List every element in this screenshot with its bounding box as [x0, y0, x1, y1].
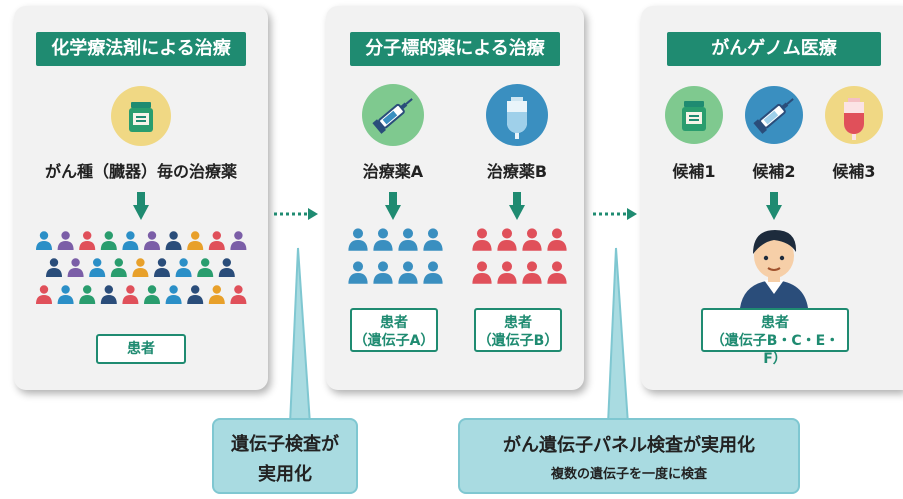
callout-gene-panel-test: がん遺伝子パネル検査が実用化 複数の遺伝子を一度に検査: [458, 418, 800, 494]
callout-gene-test: 遺伝子検査が 実用化: [212, 418, 358, 494]
person-icon: [154, 258, 170, 277]
person-icon: [497, 261, 517, 284]
patient-box-gene-b-line1: 患者: [504, 315, 532, 331]
dotted-arrow-icon: [591, 206, 637, 220]
person-icon: [36, 231, 52, 250]
callout-tail: [284, 247, 314, 426]
person-icon: [547, 261, 567, 284]
person-icon: [100, 231, 117, 250]
patient-box-gene-b: 患者 （遺伝子B）: [474, 308, 562, 352]
person-icon: [547, 228, 567, 251]
person-icon: [144, 231, 160, 250]
pill-bottle-icon: [111, 86, 171, 146]
iv-bag-icon: [825, 86, 883, 144]
iv-bag-icon: [486, 84, 548, 146]
person-icon: [423, 261, 443, 284]
person-icon: [423, 228, 443, 251]
person-icon: [57, 285, 74, 304]
panel-molecular-targeted: 分子標的薬による治療 治療薬A 治: [326, 6, 584, 390]
patient-group-gene-a: [346, 228, 446, 294]
panel-cancer-genome: がんゲノム医療: [641, 6, 903, 390]
person-icon: [122, 231, 139, 250]
person-icon: [122, 285, 139, 304]
patient-box: 患者: [96, 334, 186, 364]
person-icon: [187, 231, 204, 250]
person-icon: [208, 285, 225, 304]
arrow-down-icon: [766, 192, 782, 220]
callout-gene-panel-test-line2: 複数の遺伝子を一度に検査: [550, 467, 707, 482]
panel-chemotherapy: 化学療法剤による治療 がん種（臓器）毎の治療薬 患者: [14, 6, 268, 390]
person-icon: [398, 261, 418, 284]
person-icon: [175, 258, 192, 277]
panel-title-molecular: 分子標的薬による治療: [350, 32, 560, 66]
arrow-down-icon: [509, 192, 525, 220]
patient-box-gene-a: 患者 （遺伝子A）: [350, 308, 438, 352]
person-icon: [218, 258, 235, 277]
person-icon: [373, 261, 393, 284]
syringe-icon: [362, 84, 424, 146]
candidate-2-label: 候補2: [752, 162, 796, 181]
person-icon: [208, 231, 225, 250]
patient-box-gene-a-line2: （遺伝子A）: [353, 333, 435, 349]
person-icon: [79, 285, 96, 304]
person-icon: [522, 228, 542, 251]
person-icon: [46, 258, 62, 277]
drug-a-label: 治療薬A: [362, 162, 424, 181]
person-icon: [472, 261, 492, 284]
cancer-type-drug-label: がん種（臓器）毎の治療薬: [44, 162, 237, 181]
patient-group-gene-b: [470, 228, 570, 294]
person-icon: [187, 285, 204, 304]
person-icon: [89, 258, 106, 277]
callout-tail: [602, 247, 632, 426]
candidate-3-label: 候補3: [832, 162, 876, 181]
patient-box-genes-line2: （遺伝子B・C・E・F）: [710, 333, 840, 367]
panel-title-chemotherapy: 化学療法剤による治療: [36, 32, 246, 66]
callout-gene-test-line1: 遺伝子検査が: [231, 434, 339, 455]
person-icon: [522, 261, 542, 284]
person-icon: [165, 231, 182, 250]
person-icon: [348, 261, 368, 284]
person-icon: [230, 285, 247, 304]
person-icon: [165, 285, 182, 304]
patient-box-genes-line1: 患者: [761, 315, 789, 331]
person-icon: [36, 285, 52, 304]
arrow-down-icon: [385, 192, 401, 220]
candidate-1-label: 候補1: [672, 162, 716, 181]
patient-box-genes: 患者 （遺伝子B・C・E・F）: [701, 308, 849, 367]
person-icon: [472, 228, 492, 251]
patient-box-gene-b-line2: （遺伝子B）: [477, 333, 559, 349]
patient-box-gene-a-line1: 患者: [380, 315, 408, 331]
person-icon: [497, 228, 517, 251]
patient-avatar-icon: [736, 224, 812, 308]
callout-gene-test-line2: 実用化: [258, 464, 312, 485]
person-icon: [398, 228, 418, 251]
pill-bottle-icon: [665, 86, 723, 144]
person-icon: [67, 258, 84, 277]
person-icon: [348, 228, 368, 251]
arrow-down-icon: [133, 192, 149, 220]
person-icon: [230, 231, 247, 250]
syringe-icon: [745, 86, 803, 144]
person-icon: [144, 285, 160, 304]
person-icon: [110, 258, 127, 277]
drug-b-label: 治療薬B: [486, 162, 548, 181]
person-icon: [100, 285, 117, 304]
person-icon: [132, 258, 149, 277]
dotted-arrow-icon: [272, 206, 318, 220]
person-icon: [57, 231, 74, 250]
person-icon: [373, 228, 393, 251]
callout-gene-panel-test-line1: がん遺伝子パネル検査が実用化: [503, 435, 755, 456]
panel-title-genome: がんゲノム医療: [667, 32, 881, 66]
person-icon: [197, 258, 214, 277]
person-icon: [79, 231, 96, 250]
patient-crowd: [34, 231, 248, 311]
